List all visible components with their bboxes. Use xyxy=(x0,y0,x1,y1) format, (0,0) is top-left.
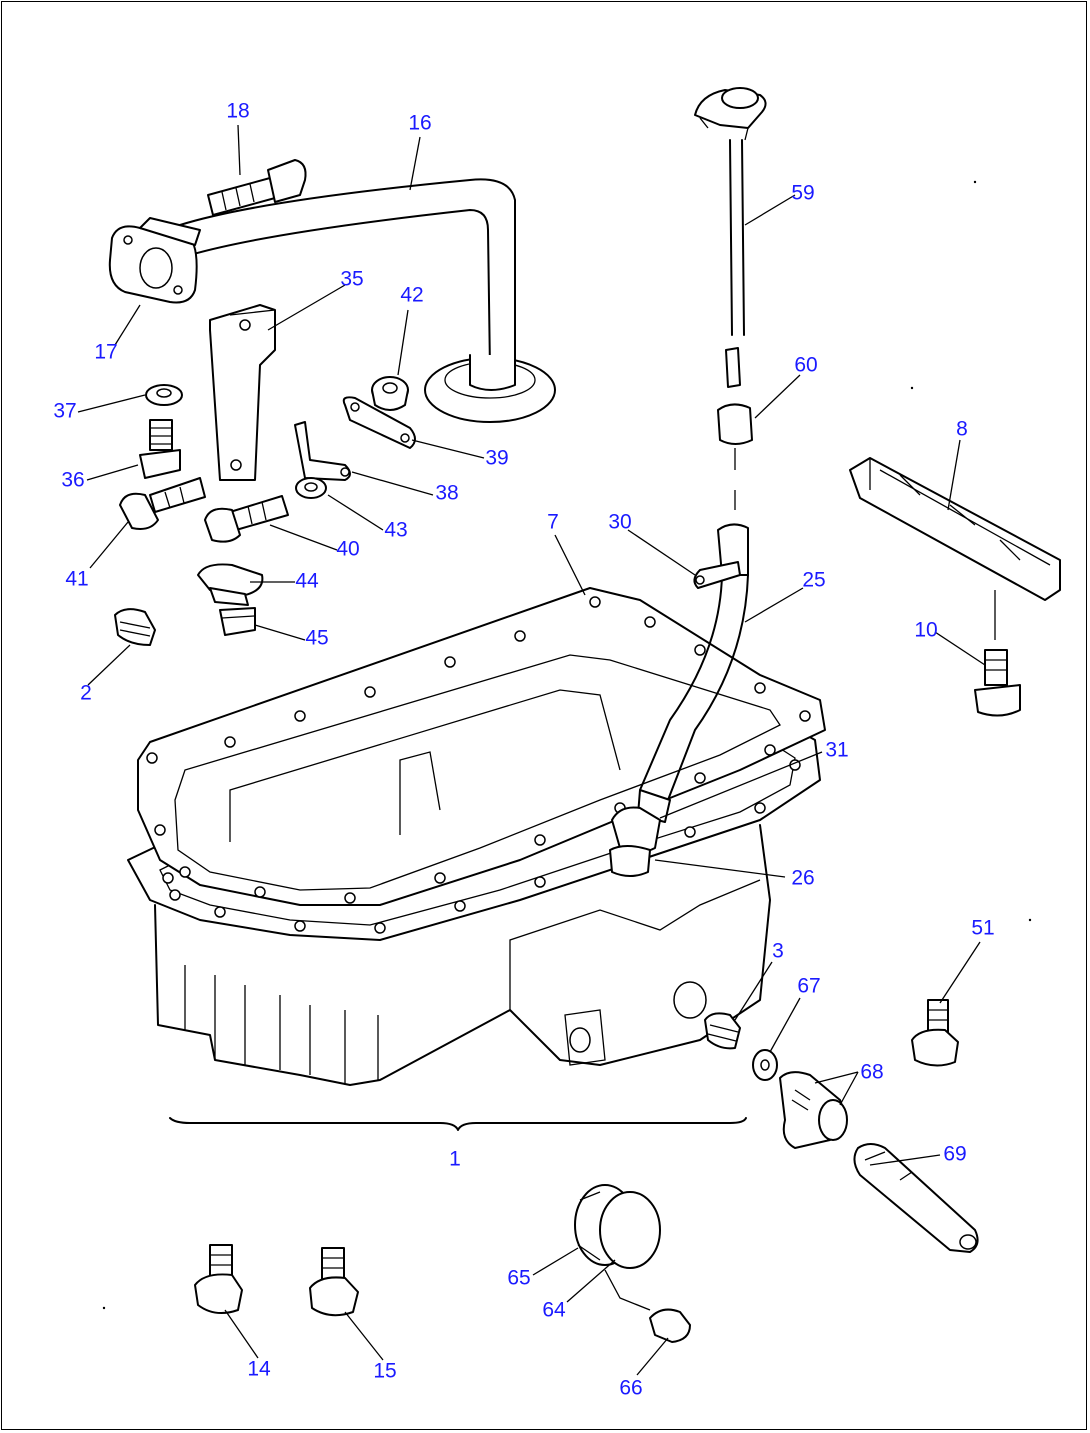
bolt-part-18 xyxy=(207,159,307,216)
part-1-bracket xyxy=(169,1117,747,1131)
bolt-part-41 xyxy=(119,477,206,530)
callout-36: 36 xyxy=(61,469,84,492)
callout-65: 65 xyxy=(507,1267,530,1290)
callout-8: 8 xyxy=(956,418,968,441)
clamp-part-30 xyxy=(693,561,741,589)
washer-part-43 xyxy=(295,477,327,499)
callout-37: 37 xyxy=(53,400,76,423)
callout-1: 1 xyxy=(449,1148,461,1171)
callout-31: 31 xyxy=(825,739,848,762)
plug-part-44 xyxy=(197,563,264,606)
callout-51: 51 xyxy=(971,917,994,940)
callout-17: 17 xyxy=(94,341,117,364)
callout-35: 35 xyxy=(340,268,363,291)
connector-part-68 xyxy=(779,1071,848,1149)
callout-25: 25 xyxy=(802,569,825,592)
callout-68: 68 xyxy=(860,1061,883,1084)
callout-66: 66 xyxy=(619,1377,642,1400)
callout-45: 45 xyxy=(305,627,328,650)
plug-part-3 xyxy=(704,1012,741,1050)
adapter-part-26 xyxy=(609,845,651,877)
clip-part-38 xyxy=(294,421,351,481)
callout-40: 40 xyxy=(336,538,359,561)
callout-14: 14 xyxy=(247,1358,271,1381)
gasket-holes xyxy=(146,596,811,904)
callout-2: 2 xyxy=(80,682,92,705)
bolt-part-51 xyxy=(911,999,959,1067)
callout-30: 30 xyxy=(608,511,631,534)
bolt-part-10 xyxy=(974,590,1021,717)
bolt-part-14 xyxy=(194,1244,243,1315)
callout-67: 67 xyxy=(797,975,820,998)
callout-69: 69 xyxy=(943,1143,966,1166)
leader-lines xyxy=(77,124,986,1376)
suction-pipe-part-16 xyxy=(179,178,556,423)
guide-tube-part-25 xyxy=(639,523,749,801)
callout-18: 18 xyxy=(226,100,249,123)
callout-60: 60 xyxy=(794,354,817,377)
callout-43: 43 xyxy=(384,519,407,542)
bolt-part-15 xyxy=(309,1247,359,1317)
collar-part-42 xyxy=(371,376,409,411)
sensor-part-69 xyxy=(853,1143,979,1253)
callout-10: 10 xyxy=(914,619,937,642)
callout-labels: 1 2 3 7 8 10 14 15 16 17 18 25 26 30 31 … xyxy=(53,100,994,1400)
bracket-part-35 xyxy=(209,304,276,481)
bolt-part-66 xyxy=(604,1269,691,1343)
nut-part-45 xyxy=(219,607,256,636)
bolt-part-36 xyxy=(139,419,181,479)
callout-42: 42 xyxy=(400,284,423,307)
dipstick-part-59 xyxy=(694,87,767,388)
plate-part-39 xyxy=(342,396,416,449)
callout-64: 64 xyxy=(542,1299,566,1322)
callout-3: 3 xyxy=(772,940,784,963)
callout-41: 41 xyxy=(65,568,88,591)
gasket-part-7 xyxy=(137,587,826,906)
bracket-part-8 xyxy=(849,457,1061,601)
callout-7: 7 xyxy=(547,511,559,534)
callout-15: 15 xyxy=(373,1360,396,1383)
bolt-part-40 xyxy=(204,495,289,543)
callout-39: 39 xyxy=(485,447,508,470)
callout-38: 38 xyxy=(435,482,458,505)
cover-part-64-65 xyxy=(574,1184,661,1269)
seal-part-60 xyxy=(717,403,753,510)
washer-part-67 xyxy=(752,1049,778,1081)
callout-16: 16 xyxy=(408,112,431,135)
pipe-flange-part-17 xyxy=(108,217,201,304)
washer-part-37 xyxy=(145,384,183,406)
callout-59: 59 xyxy=(791,182,814,205)
callout-44: 44 xyxy=(295,570,319,593)
callout-26: 26 xyxy=(791,867,814,890)
plug-part-2 xyxy=(114,608,156,646)
